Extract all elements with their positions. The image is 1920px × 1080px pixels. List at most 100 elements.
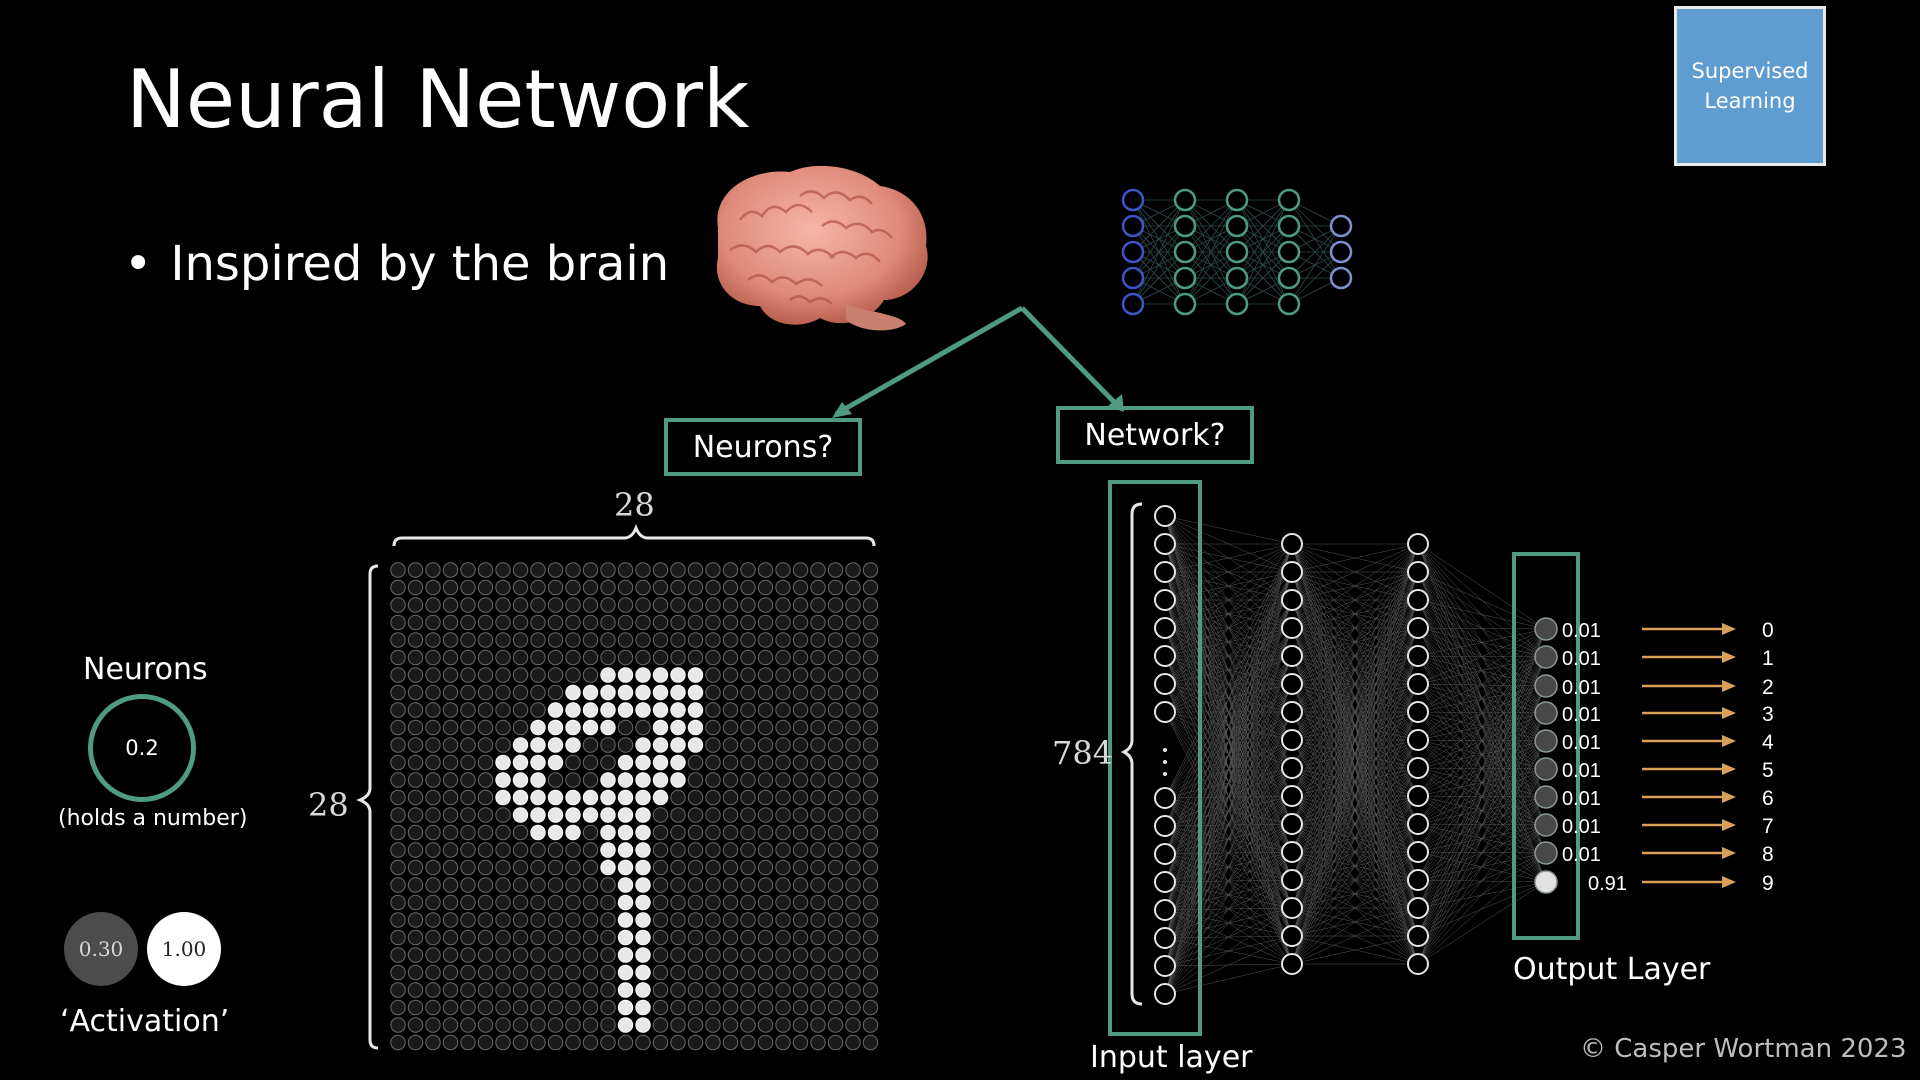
pixel-cell <box>862 632 879 648</box>
output-arrowhead <box>1722 791 1736 803</box>
pixel-cell <box>547 789 564 806</box>
pixel-cell <box>687 737 704 753</box>
pixel-cell <box>635 632 651 648</box>
pixel-cell <box>670 807 686 823</box>
pixel-cell <box>652 877 669 893</box>
pixel-cell <box>390 1017 406 1033</box>
pixel-cell <box>775 632 791 648</box>
pixel-cell <box>442 632 459 648</box>
pixel-cell <box>495 597 511 613</box>
pixel-cell <box>792 649 809 666</box>
pixel-cell <box>652 667 669 683</box>
pixel-cell <box>460 649 476 666</box>
pixel-cell <box>792 597 809 613</box>
pixel-cell <box>547 702 564 718</box>
pixel-cell <box>687 877 704 893</box>
pixel-cell <box>687 597 704 613</box>
pixel-cell <box>845 894 861 911</box>
pixel-cell <box>670 702 686 718</box>
input-neuron <box>1154 899 1176 921</box>
hidden-neuron-1 <box>1281 673 1303 695</box>
pixel-cell <box>512 614 529 631</box>
pixel-cell <box>460 859 476 876</box>
pixel-cell <box>600 824 616 841</box>
pixel-cell <box>547 982 564 998</box>
pixel-cell <box>757 684 774 701</box>
pixel-cell <box>687 964 704 981</box>
pixel-cell <box>407 614 424 631</box>
pixel-cell <box>390 579 406 596</box>
mini-network-node <box>1277 292 1301 316</box>
pixel-cell <box>845 947 861 963</box>
pixel-cell <box>792 894 809 911</box>
pixel-cell <box>845 649 861 666</box>
input-neuron <box>1154 589 1176 611</box>
pixel-cell <box>740 947 756 963</box>
mini-network-node <box>1277 240 1301 264</box>
hidden-neuron-1 <box>1281 897 1303 919</box>
pixel-cell <box>442 562 459 578</box>
pixel-cell <box>565 754 581 771</box>
pixel-cell <box>617 632 634 648</box>
pixel-cell <box>792 1034 809 1051</box>
pixel-cell <box>670 894 686 911</box>
output-layer-box <box>1512 552 1580 940</box>
pixel-cell <box>705 667 721 683</box>
supervised-learning-badge[interactable]: Supervised Learning <box>1674 6 1826 166</box>
pixel-cell <box>565 999 581 1016</box>
pixel-cell <box>512 877 529 893</box>
pixel-cell <box>425 1034 441 1051</box>
pixel-cell <box>635 702 651 718</box>
pixel-cell <box>565 929 581 946</box>
output-layer-label: Output Layer <box>1513 952 1711 987</box>
pixel-cell <box>512 737 529 753</box>
pixel-cell <box>775 667 791 683</box>
pixel-cell <box>390 562 406 578</box>
pixel-cell <box>740 912 756 928</box>
pixel-cell <box>425 964 441 981</box>
pixel-cell <box>652 702 669 718</box>
pixel-cell <box>757 912 774 928</box>
pixel-cell <box>757 632 774 648</box>
pixel-cell <box>425 702 441 718</box>
pixel-cell <box>425 859 441 876</box>
pixel-cell <box>425 789 441 806</box>
pixel-cell <box>670 754 686 771</box>
pixel-cell <box>652 772 669 788</box>
pixel-cell <box>757 824 774 841</box>
pixel-cell <box>477 982 494 998</box>
pixel-cell <box>495 614 511 631</box>
pixel-cell <box>670 772 686 788</box>
pixel-cell <box>512 859 529 876</box>
pixel-cell <box>460 597 476 613</box>
pixel-cell <box>722 649 739 666</box>
pixel-cell <box>635 772 651 788</box>
pixel-cell <box>792 702 809 718</box>
pixel-cell <box>670 614 686 631</box>
pixel-cell <box>775 684 791 701</box>
pixel-cell <box>477 947 494 963</box>
pixel-cell <box>477 842 494 858</box>
pixel-cell <box>705 702 721 718</box>
pixel-cell <box>722 597 739 613</box>
pixel-cell <box>635 929 651 946</box>
pixel-cell <box>582 894 599 911</box>
pixel-cell <box>617 894 634 911</box>
pixel-cell <box>600 1034 616 1051</box>
pixel-cell <box>652 754 669 771</box>
pixel-cell <box>705 789 721 806</box>
pixel-cell <box>827 1034 844 1051</box>
pixel-cell <box>512 982 529 998</box>
pixel-cell <box>530 667 546 683</box>
pixel-cell <box>407 982 424 998</box>
pixel-cell <box>757 702 774 718</box>
pixel-cell <box>722 719 739 736</box>
output-value: 0.01 <box>1562 760 1601 782</box>
pixel-cell <box>775 579 791 596</box>
pixel-cell <box>722 754 739 771</box>
pixel-cell <box>845 614 861 631</box>
pixel-cell <box>635 964 651 981</box>
output-value: 0.01 <box>1562 816 1601 838</box>
pixel-cell <box>495 772 511 788</box>
